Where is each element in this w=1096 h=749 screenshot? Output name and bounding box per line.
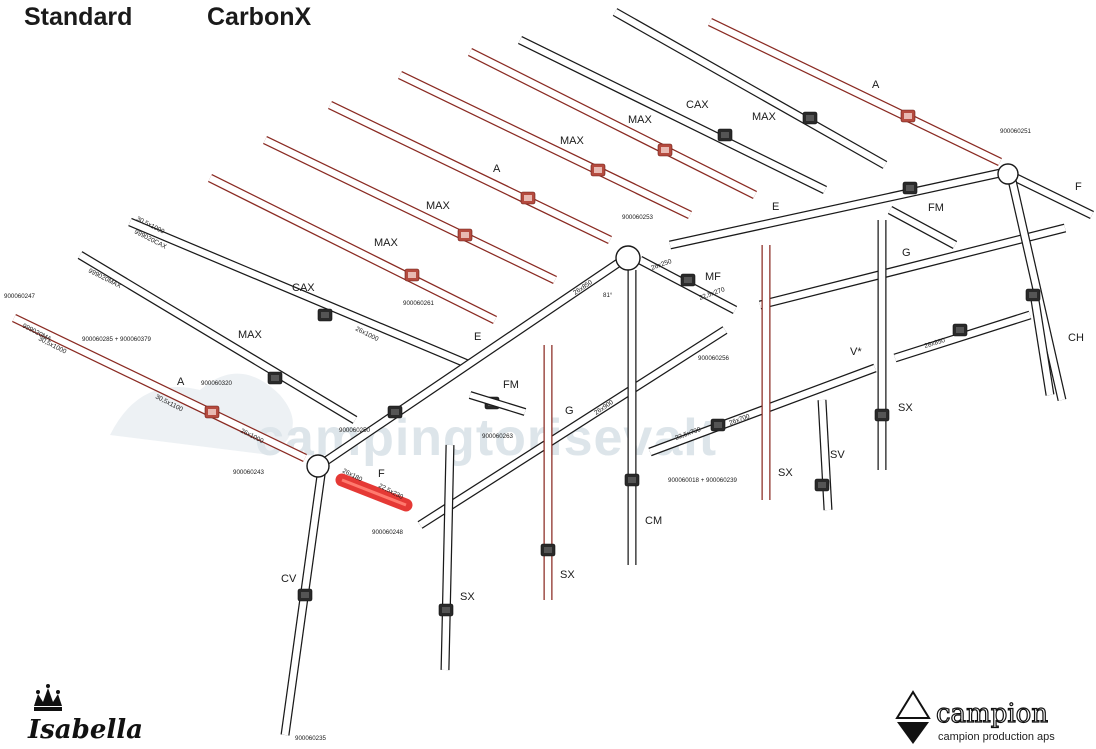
roof-poles xyxy=(12,8,1002,463)
joints xyxy=(297,163,1041,617)
label-cm: CM xyxy=(645,515,662,527)
part-number: 900060248 xyxy=(372,529,404,536)
pole-max-red-1 xyxy=(467,47,758,200)
pole-a-top xyxy=(612,8,888,169)
header-carbonx-title: CarbonX xyxy=(207,3,312,31)
label-sx-1: SX xyxy=(898,402,913,414)
part-number: 900060247 xyxy=(4,293,36,300)
part-number: 900060235 xyxy=(295,735,327,742)
part-number: 900060261 xyxy=(403,300,435,307)
pole-max-red-3 xyxy=(263,135,557,285)
pole-f-highlight xyxy=(335,473,413,512)
label-cv: CV xyxy=(281,573,297,585)
label-max-lower: MAX xyxy=(238,329,263,341)
header-standard-title: Standard xyxy=(24,3,133,31)
part-numbers: 900060247 900060285 + 900060379 90006032… xyxy=(4,128,1032,742)
pole-max-red-2 xyxy=(398,70,692,220)
label-fm-left: FM xyxy=(503,379,519,391)
label-max-3: MAX xyxy=(560,135,585,147)
label-sx-3: SX xyxy=(560,569,575,581)
pole-a-red-lower xyxy=(12,313,307,463)
label-cax-top: CAX xyxy=(686,99,709,111)
label-e-right: E xyxy=(772,201,779,213)
label-max-top: MAX xyxy=(752,111,777,123)
campion-wordmark: campion xyxy=(936,699,1048,729)
label-angle: 81° xyxy=(603,292,613,299)
label-sx-4: SX xyxy=(460,591,475,603)
label-f-left: F xyxy=(378,468,385,480)
pole-cax-lower xyxy=(128,217,472,370)
label-f-right: F xyxy=(1075,181,1082,193)
label-sv: SV xyxy=(830,449,845,461)
label-a-top: A xyxy=(872,79,880,91)
label-max-4: MAX xyxy=(426,200,451,212)
part-number: 900060263 xyxy=(482,433,514,440)
isabella-wordmark: Isabella xyxy=(27,715,143,745)
label-g-left: G xyxy=(565,405,574,417)
part-number: 900060320 xyxy=(201,380,233,387)
part-number: 900060250 xyxy=(339,427,371,434)
front-frame xyxy=(280,167,1094,736)
part-number: 900060253 xyxy=(622,214,654,221)
label-max-2: MAX xyxy=(628,114,653,126)
label-v: V* xyxy=(850,346,862,358)
campion-subtitle: campion production aps xyxy=(938,731,1055,743)
label-max-5: MAX xyxy=(374,237,399,249)
letter-labels: A CAX MAX MAX MAX A MAX MAX CAX MAX A E … xyxy=(177,79,1084,603)
label-ch: CH xyxy=(1068,332,1084,344)
label-cax-lower: CAX xyxy=(292,282,315,294)
part-number: 900060256 xyxy=(698,355,730,362)
isabella-logo: Isabella xyxy=(27,684,143,745)
label-fm-right: FM xyxy=(928,202,944,214)
part-number: 900060243 xyxy=(233,469,265,476)
label-mf: MF xyxy=(705,271,721,283)
label-sx-2: SX xyxy=(778,467,793,479)
pole-a-red-mid xyxy=(328,100,612,245)
watermark: campingtorisevalt xyxy=(110,373,716,467)
pole-fm-small xyxy=(468,391,527,416)
pole-max-lower xyxy=(77,251,358,424)
part-number: 900060018 + 900060239 xyxy=(668,477,738,484)
part-number: 900060285 + 900060379 xyxy=(82,336,152,343)
label-a-mid: A xyxy=(493,163,501,175)
pole-cax-top xyxy=(518,35,827,195)
label-a-lower: A xyxy=(177,376,185,388)
pole-a-red xyxy=(708,17,1002,167)
pole-max-red-4 xyxy=(207,173,498,325)
campion-logo: campion campion production aps xyxy=(895,690,1055,744)
part-number: 900060251 xyxy=(1000,128,1032,135)
label-g-right: G xyxy=(902,247,911,259)
label-e-left: E xyxy=(474,331,481,343)
